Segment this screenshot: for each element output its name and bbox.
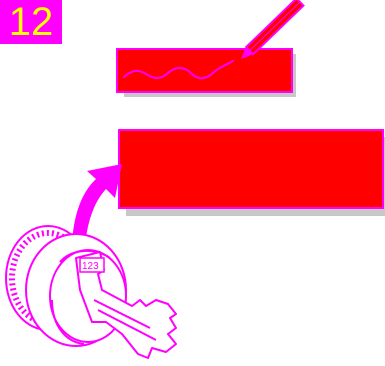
pen-center-line: [250, 2, 300, 51]
signature-box-panel: [117, 49, 292, 92]
key-tag-box: [119, 130, 385, 216]
key-code-label: 123: [82, 261, 99, 272]
key-tag-box-panel: [119, 130, 383, 208]
lock-cylinder-icon: [6, 226, 126, 346]
signature-box: [117, 49, 296, 97]
